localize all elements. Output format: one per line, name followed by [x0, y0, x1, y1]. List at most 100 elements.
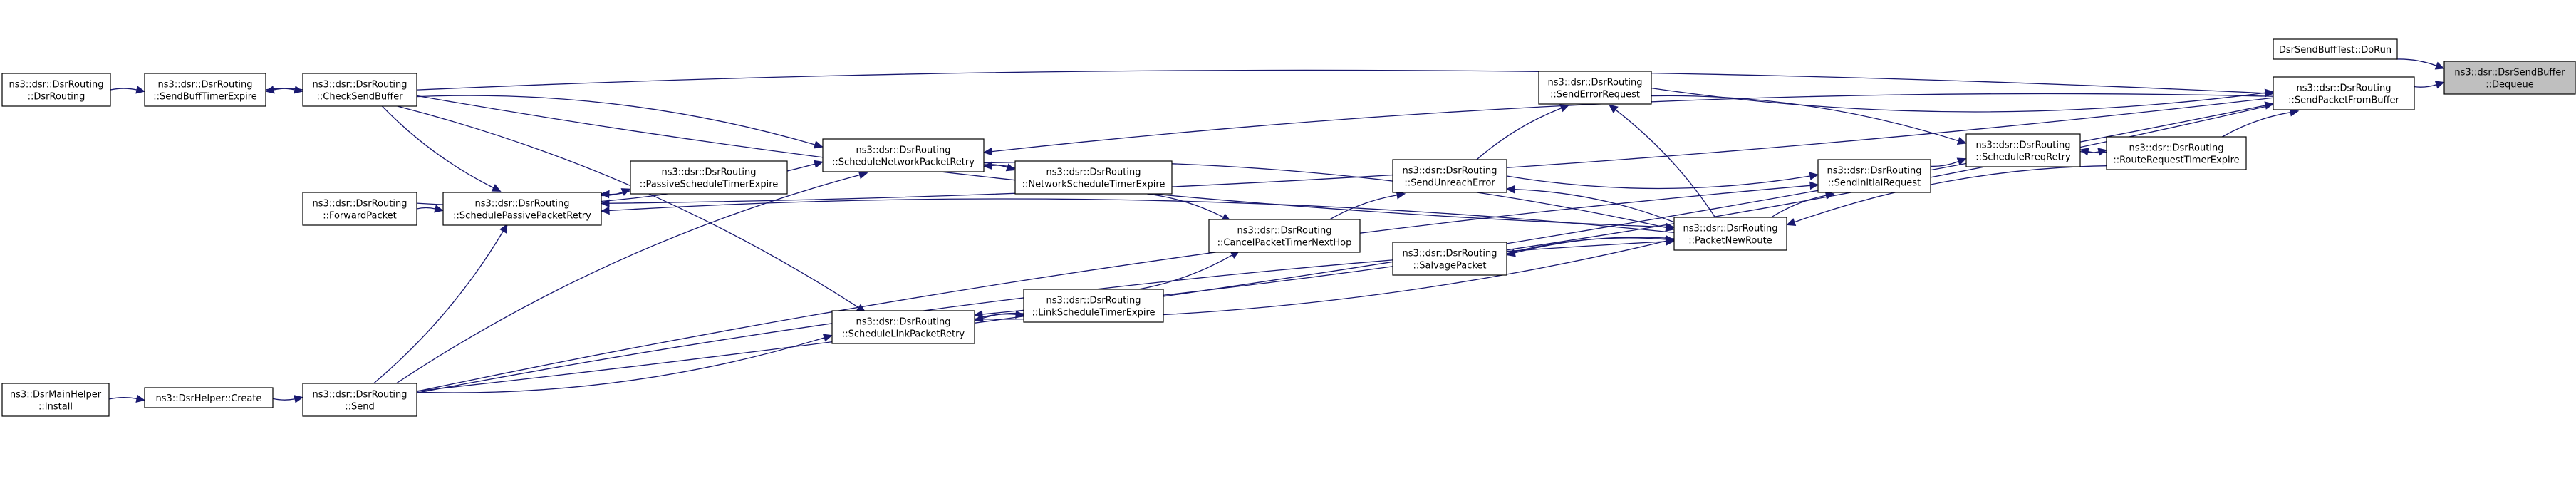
node-dequeue[interactable]: ns3::dsr::DsrSendBuffer::Dequeue: [2443, 61, 2576, 95]
edge-arrowhead-schedulenetworkpacketretry-to-packetnewroute: [1665, 223, 1675, 232]
node-schedulereqretry[interactable]: ns3::dsr::DsrRouting::ScheduleRreqRetry: [1965, 133, 2081, 167]
edge-send-to-sendinitialrequest: [416, 185, 1811, 392]
node-label-schedulepassivepacketretry-line1: ns3::dsr::DsrRouting: [475, 199, 570, 210]
node-test_dorun[interactable]: DsrSendBuffTest::DoRun: [2273, 38, 2398, 60]
edge-cancelpackettimernexthop-to-sendunreacherror: [1329, 195, 1398, 220]
node-label-passivescheduletimerexpire-line2: ::PassiveScheduleTimerExpire: [640, 180, 779, 190]
node-label-schedulereqretry-line2: ::ScheduleRreqRetry: [1975, 153, 2071, 163]
node-passivescheduletimerexpire[interactable]: ns3::dsr::DsrRouting::PassiveScheduleTim…: [630, 160, 788, 195]
node-label-sendpacketfrombuffer-line2: ::SendPacketFromBuffer: [2288, 95, 2399, 106]
node-label-test_dorun-line1: DsrSendBuffTest::DoRun: [2279, 45, 2391, 56]
node-label-networkscheduletimerexpire-line2: ::NetworkScheduleTimerExpire: [1022, 180, 1165, 190]
node-dsrmainhelper_install[interactable]: ns3::DsrMainHelper::Install: [1, 383, 110, 417]
edge-sendunreacherror-to-senderrorrequest: [1476, 108, 1562, 160]
node-label-schedulelinkpacketretry-line1: ns3::dsr::DsrRouting: [856, 317, 951, 328]
node-box-routerequesttimerexpire[interactable]: [2106, 136, 2247, 170]
edge-arrowhead-dsrrouting_ctor-to-sendbufftimerexpire: [135, 86, 145, 94]
node-schedulepassivepacketretry[interactable]: ns3::dsr::DsrRouting::SchedulePassivePac…: [442, 192, 602, 226]
edge-arrowhead-checksendbuffer-to-sendbufftimerexpire: [265, 86, 275, 94]
node-cancelpackettimernexthop[interactable]: ns3::dsr::DsrRouting::CancelPacketTimerN…: [1208, 219, 1361, 253]
node-label-schedulenetworkpacketretry-line2: ::ScheduleNetworkPacketRetry: [832, 157, 975, 168]
node-label-senderrorrequest-line2: ::SendErrorRequest: [1550, 90, 1640, 100]
node-label-schedulelinkpacketretry-line2: ::ScheduleLinkPacketRetry: [842, 329, 965, 340]
node-label-cancelpackettimernexthop-line1: ns3::dsr::DsrRouting: [1237, 226, 1332, 237]
node-box-linkscheduletimerexpire[interactable]: [1023, 289, 1164, 323]
node-senderrorrequest[interactable]: ns3::dsr::DsrRouting::SendErrorRequest: [1538, 71, 1652, 105]
node-box-schedulelinkpacketretry[interactable]: [831, 310, 975, 344]
node-networkscheduletimerexpire[interactable]: ns3::dsr::DsrRouting::NetworkScheduleTim…: [1014, 160, 1173, 195]
node-label-checksendbuffer-line1: ns3::dsr::DsrRouting: [313, 80, 407, 91]
node-sendbufftimerexpire[interactable]: ns3::dsr::DsrRouting::SendBuffTimerExpir…: [144, 73, 266, 107]
edge-arrowhead-forwardpacket-to-schedulepassivepacketretry: [434, 205, 444, 213]
node-box-dsrmainhelper_install[interactable]: [1, 383, 110, 417]
node-box-sendpacketfrombuffer[interactable]: [2273, 76, 2415, 110]
node-dsrhelper_create[interactable]: ns3::DsrHelper::Create: [144, 387, 274, 408]
node-label-networkscheduletimerexpire-line1: ns3::dsr::DsrRouting: [1046, 167, 1141, 178]
node-checksendbuffer[interactable]: ns3::dsr::DsrRouting::CheckSendBuffer: [302, 73, 417, 107]
node-box-packetnewroute[interactable]: [1673, 217, 1787, 251]
node-dsrrouting_ctor[interactable]: ns3::dsr::DsrRouting::DsrRouting: [1, 73, 111, 107]
node-label-send-line2: ::Send: [345, 402, 375, 413]
node-label-salvagepacket-line2: ::SalvagePacket: [1413, 261, 1486, 272]
edge-schedulepassivepacketretry-to-passivescheduletimerexpire: [601, 191, 623, 197]
edge-arrowhead-checksendbuffer-to-sendpacketfrombuffer: [2265, 89, 2275, 98]
node-box-dsrhelper_create[interactable]: [144, 387, 274, 408]
node-box-forwardpacket[interactable]: [302, 192, 417, 226]
node-box-passivescheduletimerexpire[interactable]: [630, 160, 788, 195]
node-schedulelinkpacketretry[interactable]: ns3::dsr::DsrRouting::ScheduleLinkPacket…: [831, 310, 975, 344]
node-forwardpacket[interactable]: ns3::dsr::DsrRouting::ForwardPacket: [302, 192, 417, 226]
node-box-schedulenetworkpacketretry[interactable]: [822, 138, 985, 172]
edge-arrowhead-forwardpacket-to-schedulenetworkpacketretry: [814, 160, 824, 168]
node-salvagepacket[interactable]: ns3::dsr::DsrRouting::SalvagePacket: [1392, 242, 1507, 276]
node-label-dsrrouting_ctor-line1: ns3::dsr::DsrRouting: [9, 80, 104, 91]
node-box-senderrorrequest[interactable]: [1538, 71, 1652, 105]
node-box-salvagepacket[interactable]: [1392, 242, 1507, 276]
node-linkscheduletimerexpire[interactable]: ns3::dsr::DsrRouting::LinkScheduleTimerE…: [1023, 289, 1164, 323]
edge-senderrorrequest-to-sendpacketfrombuffer: [1651, 87, 2266, 113]
node-box-cancelpackettimernexthop[interactable]: [1208, 219, 1361, 253]
edge-forwardpacket-to-schedulepassivepacketretry: [416, 207, 436, 210]
node-send[interactable]: ns3::dsr::DsrRouting::Send: [302, 383, 417, 417]
node-box-dequeue[interactable]: [2443, 61, 2576, 95]
node-label-routerequesttimerexpire-line2: ::RouteRequestTimerExpire: [2113, 155, 2239, 166]
edge-arrowhead-dsrhelper_create-to-send: [294, 395, 303, 403]
node-label-sendunreacherror-line2: ::SendUnreachError: [1404, 178, 1495, 189]
node-sendunreacherror[interactable]: ns3::dsr::DsrRouting::SendUnreachError: [1392, 159, 1507, 193]
edge-arrowhead-send-to-packetnewroute: [1666, 237, 1676, 246]
node-box-dsrrouting_ctor[interactable]: [1, 73, 111, 107]
node-label-sendbufftimerexpire-line1: ns3::dsr::DsrRouting: [158, 80, 253, 91]
edge-packetnewroute-to-senderrorrequest: [1615, 109, 1716, 218]
node-routerequesttimerexpire[interactable]: ns3::dsr::DsrRouting::RouteRequestTimerE…: [2106, 136, 2247, 170]
node-box-schedulepassivepacketretry[interactable]: [442, 192, 602, 226]
edge-arrowhead-routerequesttimerexpire-to-packetnewroute: [1786, 218, 1797, 227]
node-box-send[interactable]: [302, 383, 417, 417]
node-label-packetnewroute-line1: ns3::dsr::DsrRouting: [1683, 224, 1778, 234]
node-box-checksendbuffer[interactable]: [302, 73, 417, 107]
node-label-dsrhelper_create-line1: ns3::DsrHelper::Create: [156, 393, 262, 404]
edge-schedulereqretry-to-routerequesttimerexpire: [2079, 150, 2099, 153]
node-box-test_dorun[interactable]: [2273, 38, 2398, 60]
node-packetnewroute[interactable]: ns3::dsr::DsrRouting::PacketNewRoute: [1673, 217, 1787, 251]
node-sendpacketfrombuffer[interactable]: ns3::dsr::DsrRouting::SendPacketFromBuff…: [2273, 76, 2415, 110]
node-label-senderrorrequest-line1: ns3::dsr::DsrRouting: [1548, 78, 1643, 88]
node-box-sendinitialrequest[interactable]: [1817, 159, 1931, 193]
node-box-networkscheduletimerexpire[interactable]: [1014, 160, 1173, 195]
edge-packetnewroute-to-salvagepacket: [1514, 237, 1675, 254]
node-schedulenetworkpacketretry[interactable]: ns3::dsr::DsrRouting::ScheduleNetworkPac…: [822, 138, 985, 172]
edge-linkscheduletimerexpire-to-schedulelinkpacketretry: [982, 312, 1024, 319]
node-label-passivescheduletimerexpire-line1: ns3::dsr::DsrRouting: [662, 167, 757, 178]
edge-packetnewroute-to-schedulepassivepacketretry: [608, 198, 1675, 234]
node-box-schedulereqretry[interactable]: [1965, 133, 2081, 167]
edge-senderrorrequest-to-schedulereqretry: [1651, 95, 1959, 142]
node-label-sendinitialrequest-line2: ::SendInitialRequest: [1828, 178, 1921, 189]
edge-linkscheduletimerexpire-to-cancelpackettimernexthop: [1138, 254, 1233, 290]
node-label-checksendbuffer-line2: ::CheckSendBuffer: [317, 92, 404, 103]
edge-packetnewroute-to-sendunreacherror: [1514, 189, 1675, 223]
node-box-sendunreacherror[interactable]: [1392, 159, 1507, 193]
edge-arrowhead-packetnewroute-to-salvagepacket: [1506, 249, 1516, 257]
edge-sendunreacherror-to-sendinitialrequest: [1506, 175, 1811, 190]
node-box-sendbufftimerexpire[interactable]: [144, 73, 266, 107]
edge-routerequesttimerexpire-to-sendpacketfrombuffer: [2222, 112, 2291, 138]
node-sendinitialrequest[interactable]: ns3::dsr::DsrRouting::SendInitialRequest: [1817, 159, 1931, 193]
edge-arrowhead-packetnewroute-to-sendinitialrequest: [1824, 191, 1835, 200]
